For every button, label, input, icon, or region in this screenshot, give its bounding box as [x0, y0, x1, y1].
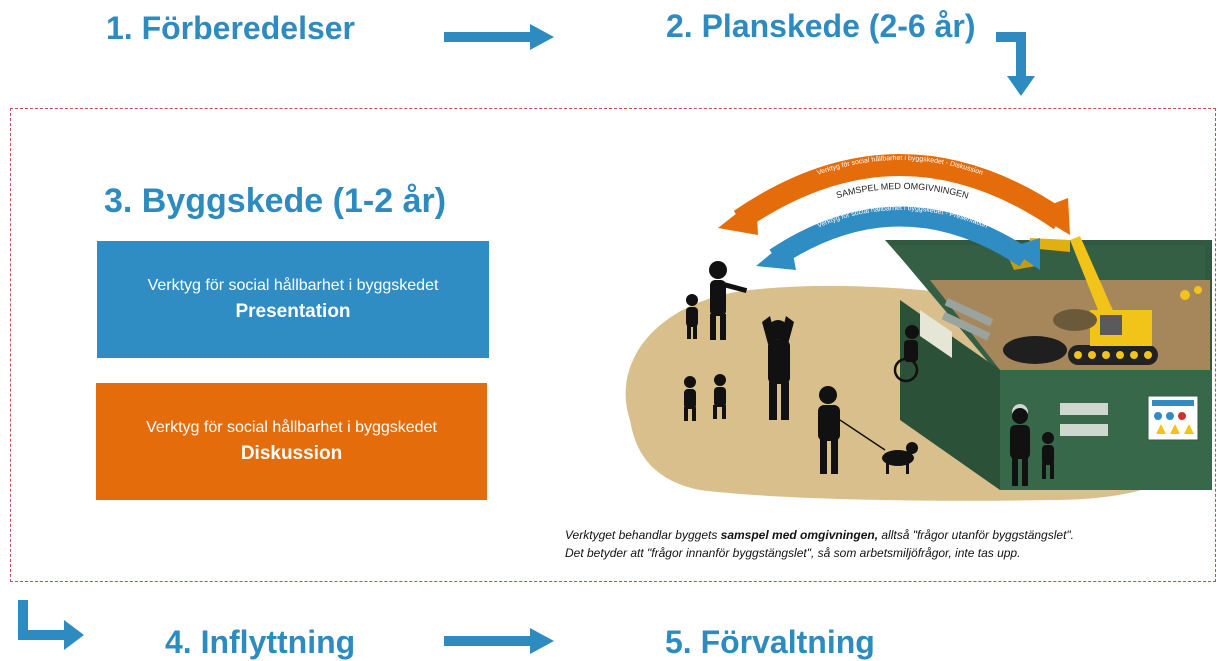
step-4-heading: 4. Inflyttning	[165, 624, 356, 660]
down-turn-arrow-icon	[996, 32, 1035, 96]
arc-center-label: SAMSPEL MED OMGIVNINGEN	[835, 181, 970, 201]
diskussion-tool-label: Diskussion	[240, 442, 343, 464]
step-1-heading: 1. Förberedelser	[106, 10, 355, 46]
svg-text:SAMSPEL MED OMGIVNINGEN: SAMSPEL MED OMGIVNINGEN	[835, 181, 970, 201]
diskussion-tool-box: Verktyg för social hållbarhet i byggsked…	[96, 383, 487, 500]
presentation-tool-label: Presentation	[235, 300, 351, 322]
caption-line-2: Det betyder att "frågor innanför byggstä…	[565, 546, 1021, 560]
caption-line-1: Verktyget behandlar byggets samspel med …	[565, 528, 1074, 542]
site-side-wall	[900, 300, 1000, 490]
right-arrow-icon	[444, 24, 554, 50]
right-turn-arrow-icon	[18, 600, 84, 650]
presentation-tool-title: Verktyg för social hållbarhet i byggsked…	[147, 276, 439, 294]
illustration-caption: Verktyget behandlar byggets samspel med …	[565, 526, 1205, 562]
interaction-arcs: Verktyg för social hållbarhet i byggsked…	[718, 154, 1070, 270]
right-arrow-icon	[444, 628, 554, 654]
construction-site-illustration: Verktyg för social hållbarhet i byggsked…	[625, 154, 1212, 501]
step-2-heading: 2. Planskede (2-6 år)	[666, 8, 976, 44]
byggskede-frame	[10, 108, 1216, 582]
step-5-heading: 5. Förvaltning	[665, 624, 875, 660]
people-silhouettes	[684, 261, 1054, 486]
step-3-heading: 3. Byggskede (1-2 år)	[104, 182, 447, 220]
presentation-tool-box: Verktyg för social hållbarhet i byggsked…	[97, 241, 489, 358]
diskussion-tool-title: Verktyg för social hållbarhet i byggsked…	[146, 418, 437, 436]
